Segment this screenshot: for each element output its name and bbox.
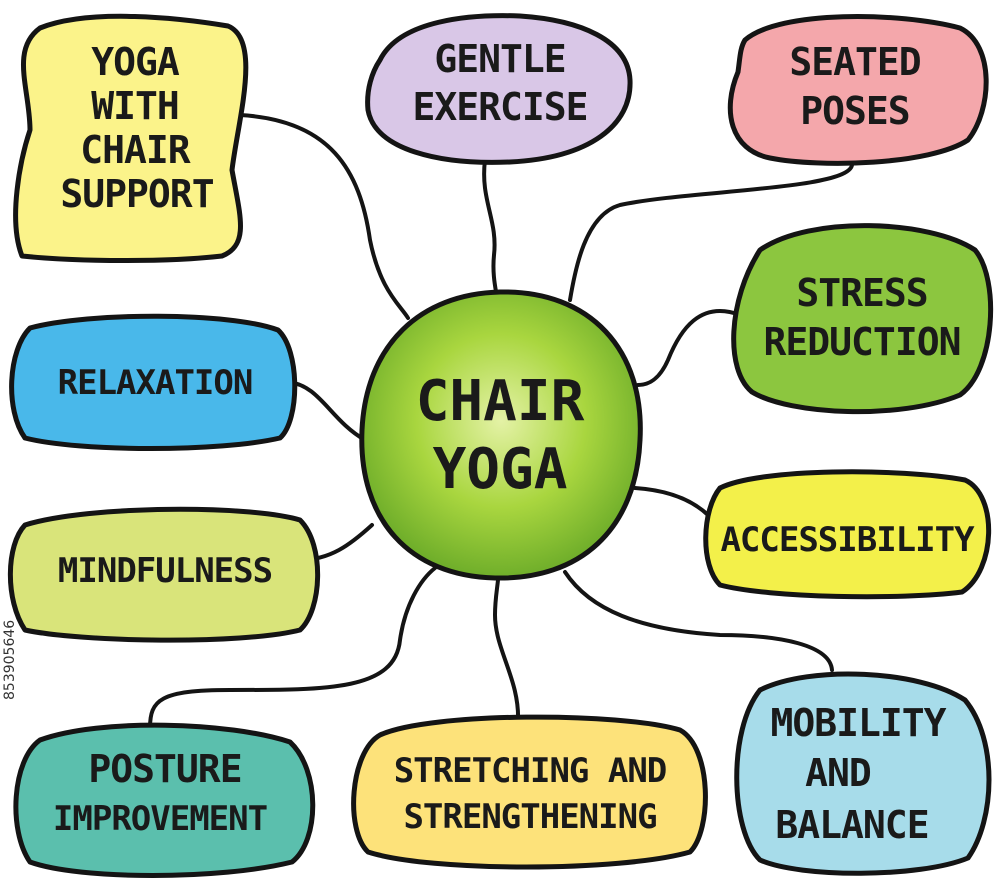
- svg-text:SEATED: SEATED: [789, 40, 920, 84]
- label-stress-reduction-line-1: STRESS: [796, 271, 927, 315]
- link-gentle-exercise: [482, 158, 499, 300]
- node-relaxation: RELAXATION: [9, 313, 298, 451]
- node-yoga-chair-support: YOGA WITH CHAIR SUPPORT: [13, 13, 249, 263]
- link-accessibility: [633, 486, 710, 517]
- node-stretching-strengthening: STRETCHING AND STRENGTHENING: [351, 714, 708, 870]
- node-shape-relaxation: [9, 313, 298, 451]
- node-gentle-exercise: GENTLE EXERCISE: [365, 13, 633, 165]
- node-shape-stretching-strengthening: [351, 714, 708, 870]
- link-stress-reduction: [636, 309, 742, 387]
- node-shape-yoga-chair-support: [13, 13, 249, 263]
- link-relaxation: [286, 380, 367, 442]
- svg-text:SUPPORT: SUPPORT: [60, 172, 213, 216]
- link-mobility-balance: [563, 570, 834, 672]
- node-accessibility: ACCESSIBILITY: [703, 469, 992, 600]
- svg-text:IMPROVEMENT: IMPROVEMENT: [53, 799, 267, 839]
- svg-text:RELAXATION: RELAXATION: [58, 363, 253, 403]
- central-topic-line-2: YOGA: [433, 437, 568, 502]
- svg-text:POSTURE: POSTURE: [88, 747, 241, 791]
- central-topic-line-1: CHAIR: [416, 369, 585, 434]
- node-shape-gentle-exercise: [365, 13, 633, 165]
- node-seated-poses: SEATED POSES: [727, 14, 989, 166]
- label-yoga-chair-support-line-2: WITH: [91, 84, 179, 128]
- svg-text:CHAIR: CHAIR: [416, 369, 585, 434]
- label-mobility-balance-line-3: BALANCE: [775, 803, 928, 847]
- central-topic-shape: [359, 289, 643, 581]
- node-shape-posture-improvement: [13, 722, 316, 878]
- node-shape-stress-reduction: [731, 223, 994, 415]
- link-stretching-strengthening: [492, 578, 521, 724]
- label-yoga-chair-support-line-3: CHAIR: [80, 128, 191, 172]
- svg-text:YOGA: YOGA: [91, 40, 180, 84]
- label-stretching-strengthening-line-2: STRENGTHENING: [403, 797, 656, 837]
- node-shape-mindfulness: [7, 506, 321, 643]
- label-seated-poses-line-2: POSES: [800, 89, 909, 133]
- node-stress-reduction: STRESS REDUCTION: [731, 223, 994, 415]
- svg-text:GENTLE: GENTLE: [434, 37, 565, 81]
- label-gentle-exercise-line-2: EXERCISE: [412, 85, 587, 129]
- link-seated-poses: [568, 163, 854, 302]
- label-stress-reduction-line-2: REDUCTION: [764, 320, 961, 364]
- node-mindfulness: MINDFULNESS: [7, 506, 321, 643]
- svg-text:ACCESSIBILITY: ACCESSIBILITY: [720, 520, 975, 560]
- label-posture-improvement-line-2: IMPROVEMENT: [53, 799, 267, 839]
- node-mobility-balance: MOBILITY AND BALANCE: [734, 671, 992, 876]
- svg-text:STRESS: STRESS: [796, 271, 927, 315]
- label-mindfulness-line-1: MINDFULNESS: [58, 551, 272, 591]
- svg-text:POSES: POSES: [800, 89, 909, 133]
- label-accessibility-line-1: ACCESSIBILITY: [720, 520, 975, 560]
- node-shape-mobility-balance: [734, 671, 992, 876]
- label-mobility-balance-line-1: MOBILITY: [770, 701, 946, 745]
- label-yoga-chair-support-line-1: YOGA: [91, 40, 180, 84]
- node-shape-accessibility: [703, 469, 992, 600]
- node-shape-seated-poses: [727, 14, 989, 166]
- svg-text:STRENGTHENING: STRENGTHENING: [403, 797, 656, 837]
- link-yoga-chair-support: [238, 113, 410, 320]
- connector-lines: [148, 113, 854, 730]
- label-relaxation-line-1: RELAXATION: [58, 363, 253, 403]
- label-seated-poses-line-1: SEATED: [789, 40, 920, 84]
- label-posture-improvement-line-1: POSTURE: [88, 747, 241, 791]
- svg-text:REDUCTION: REDUCTION: [764, 320, 961, 364]
- label-stretching-strengthening-line-1: STRETCHING AND: [394, 751, 667, 791]
- label-gentle-exercise-line-1: GENTLE: [434, 37, 565, 81]
- svg-text:MINDFULNESS: MINDFULNESS: [58, 551, 272, 591]
- node-posture-improvement: POSTURE IMPROVEMENT: [13, 722, 316, 878]
- svg-text:BALANCE: BALANCE: [775, 803, 928, 847]
- svg-text:STRETCHING AND: STRETCHING AND: [394, 751, 667, 791]
- svg-text:AND: AND: [805, 751, 871, 795]
- svg-text:EXERCISE: EXERCISE: [412, 85, 587, 129]
- svg-text:YOGA: YOGA: [433, 437, 568, 502]
- svg-text:WITH: WITH: [91, 84, 179, 128]
- side-id-text: 853905646: [2, 620, 18, 700]
- svg-text:MOBILITY: MOBILITY: [770, 701, 946, 745]
- link-posture-improvement: [148, 566, 437, 730]
- label-mobility-balance-line-2: AND: [805, 751, 871, 795]
- svg-text:CHAIR: CHAIR: [80, 128, 191, 172]
- label-yoga-chair-support-line-4: SUPPORT: [60, 172, 213, 216]
- central-topic: CHAIR YOGA: [359, 289, 643, 581]
